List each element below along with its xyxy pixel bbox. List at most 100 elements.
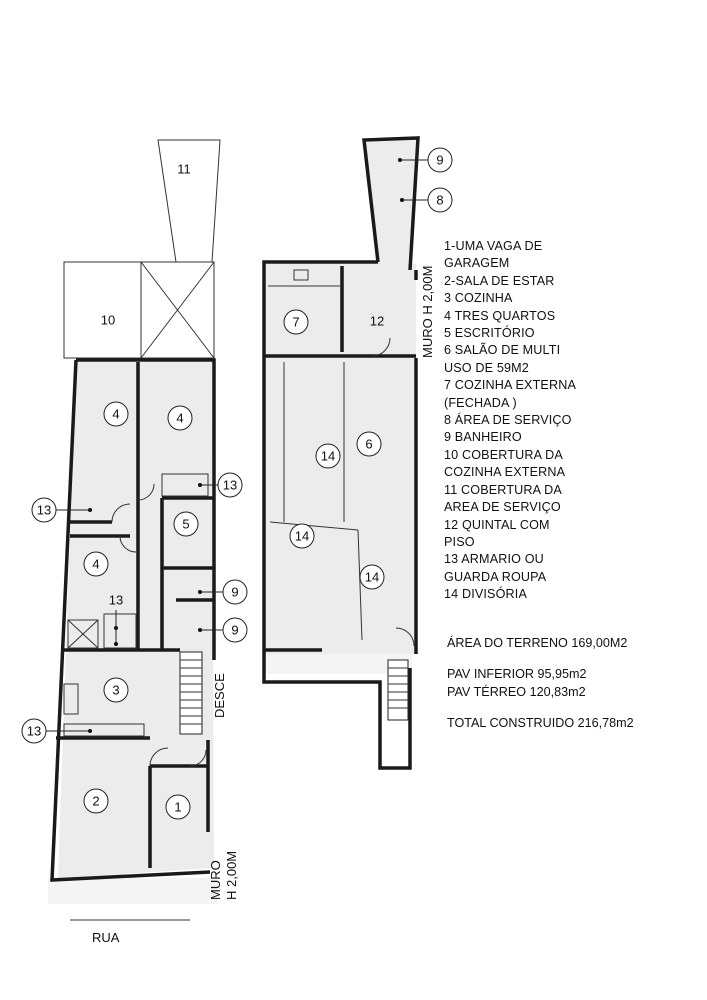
room-label-12: 12: [370, 314, 384, 329]
callout-8-service: 8: [400, 187, 453, 213]
street-strip: [48, 878, 218, 904]
room-marker-1: 1: [165, 794, 191, 820]
svg-text:7: 7: [292, 315, 299, 330]
stair-steps: [180, 659, 202, 725]
sink-cross-b: [67, 619, 99, 649]
label-muro-right: MURO H 2,00M: [420, 266, 435, 358]
svg-text:13: 13: [37, 503, 51, 518]
door-swing-4: [149, 747, 169, 767]
legend-line: GUARDA ROUPA: [444, 569, 547, 584]
area-pav-terreo: PAV TÉRREO 120,83m2: [447, 685, 586, 699]
door-swing-5: [189, 749, 207, 767]
legend-line: 10 COBERTURA DA: [444, 447, 563, 462]
ground-outer-wall-left: [50, 359, 211, 882]
area-pav-inferior: PAV INFERIOR 95,95m2: [447, 667, 587, 681]
svg-text:3: 3: [112, 683, 119, 698]
legend-line: 5 ESCRITÓRIO: [444, 326, 535, 341]
callout-13-left-bottom: 13: [21, 718, 92, 744]
legend-line: 7 COZINHA EXTERNA: [444, 378, 577, 393]
partition-14-d: [357, 529, 363, 641]
door-swing-1: [111, 503, 131, 523]
service-area-floor: [366, 140, 416, 268]
legend-line: USO DE 59M2: [444, 360, 529, 375]
outdoor-sink: [293, 269, 309, 281]
area-10-outline: [63, 261, 215, 359]
callout-9-upper: 9: [198, 579, 248, 605]
lower-floor-plan: 7 12 14 6 14 14 9 8 MURO H 2,00M: [262, 136, 453, 770]
room-label-10: 10: [101, 313, 115, 328]
room-marker-14b: 14: [289, 523, 315, 549]
svg-text:4: 4: [176, 411, 183, 426]
lower-stair-steps: [388, 667, 408, 709]
legend-list: 1-UMA VAGA DE GARAGEM 2-SALA DE ESTAR 3 …: [444, 238, 704, 604]
svg-text:13: 13: [109, 593, 123, 608]
legend-line: 6 SALÃO DE MULTI: [444, 343, 561, 358]
room-marker-3: 3: [103, 677, 129, 703]
cover-cross-b: [140, 261, 215, 359]
legend-line: AREA DE SERVIÇO: [444, 500, 561, 515]
lower-door-swing-1: [371, 337, 391, 357]
stairs: [179, 651, 203, 735]
ground-floor-plan: 10 11 4 4 5 4 3 2 1 13 13 13 13 9: [21, 139, 248, 945]
room-marker-7: 7: [283, 309, 309, 335]
svg-text:4: 4: [92, 557, 99, 572]
svg-text:9: 9: [231, 623, 238, 638]
legend-line: 9 BANHEIRO: [444, 430, 522, 445]
legend-line: 13 ARMARIO OU: [444, 552, 544, 567]
legend-line: PISO: [444, 534, 475, 549]
callout-13-left-top: 13: [31, 497, 92, 523]
callout-9-service: 9: [398, 147, 453, 173]
svg-text:6: 6: [365, 437, 372, 452]
lower-door-swing-2: [395, 627, 415, 647]
svg-text:14: 14: [295, 529, 309, 544]
service-area-wall: [362, 136, 420, 271]
svg-text:4: 4: [112, 407, 119, 422]
legend-line: (FECHADA ): [444, 395, 517, 410]
label-muro-left-1: MURO: [208, 860, 223, 900]
kitchen-sink-box: [67, 619, 99, 649]
legend-line: 1-UMA VAGA DE: [444, 239, 543, 253]
label-desce: DESCE: [212, 673, 227, 718]
lower-stairs: [387, 659, 409, 721]
legend-line: COZINHA EXTERNA: [444, 465, 566, 480]
room-marker-14c: 14: [359, 564, 385, 590]
area-summary: ÁREA DO TERRENO 169,00M2 PAV INFERIOR 95…: [447, 636, 634, 730]
partition-14-c: [269, 521, 359, 531]
door-swing-3: [119, 535, 137, 553]
legend-line: 2-SALA DE ESTAR: [444, 273, 555, 288]
kitchen-counter: [63, 723, 145, 737]
legend-line: GARAGEM: [444, 256, 510, 271]
room-marker-6: 6: [356, 431, 382, 457]
svg-text:1: 1: [174, 800, 181, 815]
svg-text:2: 2: [92, 794, 99, 809]
room-marker-4b: 4: [167, 405, 193, 431]
svg-text:13: 13: [223, 478, 237, 493]
label-muro-left-2: H 2,00M: [224, 851, 239, 900]
ground-outer-wall-right: [76, 358, 216, 660]
legend-line: 8 ÁREA DE SERVIÇO: [444, 413, 572, 428]
room-marker-4a: 4: [103, 401, 129, 427]
callout-13-middle: 13: [109, 593, 123, 646]
svg-text:9: 9: [231, 585, 238, 600]
wardrobe-box-middle: [103, 613, 137, 649]
area-terreno: ÁREA DO TERRENO 169,00M2: [447, 636, 628, 650]
room-marker-14a: 14: [315, 443, 341, 469]
legend-line: 11 COBERTURA DA: [444, 482, 562, 497]
room-marker-5: 5: [173, 511, 199, 537]
svg-text:14: 14: [365, 570, 379, 585]
label-rua: RUA: [92, 930, 120, 945]
svg-text:5: 5: [182, 517, 189, 532]
legend-line: 4 TRES QUARTOS: [444, 308, 556, 323]
door-swing-2: [137, 483, 155, 501]
legend-line: 3 COZINHA: [444, 291, 513, 306]
svg-text:8: 8: [436, 193, 443, 208]
legend-line: 12 QUINTAL COM: [444, 517, 550, 532]
svg-text:13: 13: [27, 724, 41, 739]
room-label-11: 11: [177, 162, 191, 177]
area-total: TOTAL CONSTRUIDO 216,78m2: [447, 716, 634, 730]
callout-13-right: 13: [198, 472, 243, 498]
callout-9-lower: 9: [198, 617, 248, 643]
lower-bottom-strip: [264, 654, 412, 674]
area-11-outline: [157, 139, 221, 263]
